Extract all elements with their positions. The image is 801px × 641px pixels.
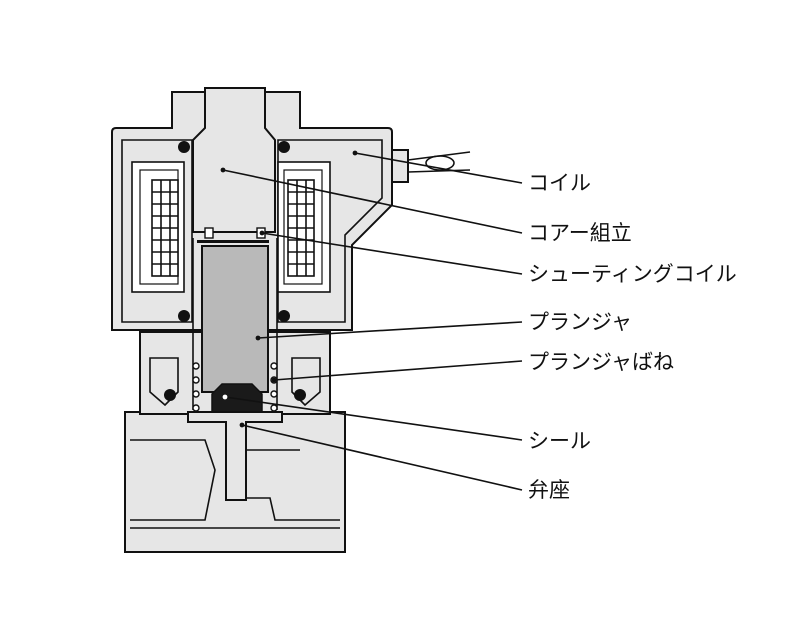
- label-shading-coil: シューティングコイル: [528, 262, 737, 286]
- o-rings: [164, 141, 306, 401]
- plunger-spring: [192, 362, 278, 412]
- core-assembly: [192, 87, 276, 239]
- coil-winding-right: [277, 161, 331, 293]
- valve-seat: [187, 411, 283, 501]
- leader-endpoints: [220, 150, 358, 428]
- label-plunger-spring: プランジャばね: [528, 350, 674, 374]
- label-valve-seat: 弁座: [528, 478, 570, 502]
- plunger: [201, 245, 269, 393]
- label-coil: コイル: [528, 171, 591, 195]
- leader-lines: [222, 152, 523, 491]
- label-plunger: プランジャ: [528, 310, 632, 334]
- label-core-assembly: コアー組立: [528, 221, 632, 245]
- label-seal: シール: [528, 429, 591, 453]
- coil-winding-left: [131, 161, 185, 293]
